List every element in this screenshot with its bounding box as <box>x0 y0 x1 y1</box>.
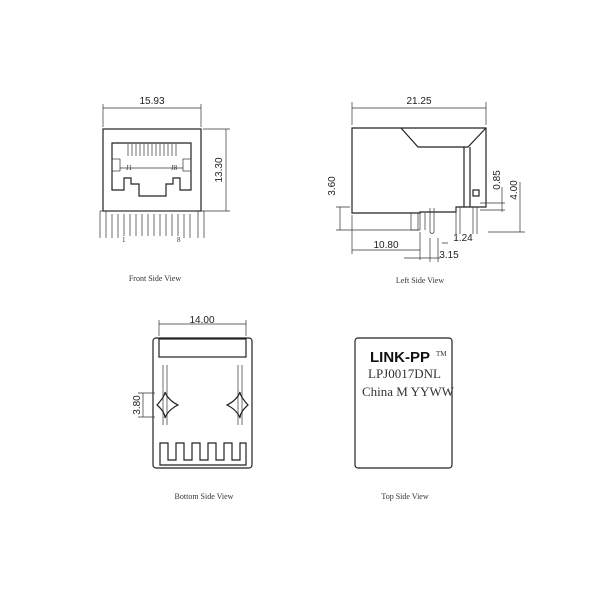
bottom-side-view: 14.00 3.80 Bottom Side View <box>132 315 253 501</box>
contact-fingers <box>111 144 192 172</box>
dim-3-80: 3.80 <box>132 395 143 415</box>
left-dimension-lines <box>336 102 525 262</box>
left-body-outline <box>351 127 487 214</box>
dim-1-24: 1.24 <box>453 233 473 244</box>
dim-length: 21.25 <box>406 96 431 107</box>
brand-logo: LINK-PP <box>370 349 430 366</box>
dim-3-60: 3.60 <box>327 176 338 196</box>
top-band <box>158 338 247 358</box>
bottom-dimension-lines <box>138 320 247 418</box>
dim-4-00: 4.00 <box>509 180 520 200</box>
pin-8-label: 8 <box>177 236 181 244</box>
front-pins <box>99 210 205 238</box>
top-body-outline <box>354 337 453 469</box>
top-view-caption: Top Side View <box>381 492 428 501</box>
front-dimension-lines <box>102 104 230 212</box>
led-window <box>472 189 480 197</box>
top-bevel <box>400 127 487 207</box>
left-pins <box>410 207 478 234</box>
dim-10-80: 10.80 <box>373 240 398 251</box>
label-j1: J1 <box>126 164 133 172</box>
origin-line: China M YYWW <box>362 384 455 399</box>
part-number: LPJ0017DNL <box>368 366 441 381</box>
bottom-pin-slots <box>159 442 247 466</box>
rj45-opening <box>111 142 192 197</box>
left-latch <box>156 391 180 419</box>
label-j8: J8 <box>171 164 178 172</box>
bottom-body-outline <box>152 337 253 469</box>
dim-width: 15.93 <box>139 96 164 107</box>
dim-3-15: 3.15 <box>439 250 459 261</box>
left-side-view: 21.25 3.60 0.85 4.00 10.80 1.24 3.15 Lef… <box>327 96 525 285</box>
front-side-view: J1 J8 1 8 15.93 13.30 Front Side View <box>99 96 230 283</box>
trademark: TM <box>436 350 447 358</box>
front-body-outline <box>102 128 202 212</box>
top-side-view: LINK-PP TM LPJ0017DNL China M YYWW Top S… <box>354 337 455 501</box>
dim-height: 13.30 <box>214 157 225 182</box>
pin-1-label: 1 <box>122 236 126 244</box>
side-rails <box>162 365 243 425</box>
dim-width-14: 14.00 <box>189 315 214 326</box>
right-latch <box>225 391 249 419</box>
bottom-view-caption: Bottom Side View <box>175 492 234 501</box>
dim-0-85: 0.85 <box>492 170 503 190</box>
left-view-caption: Left Side View <box>396 276 444 285</box>
front-view-caption: Front Side View <box>129 274 181 283</box>
